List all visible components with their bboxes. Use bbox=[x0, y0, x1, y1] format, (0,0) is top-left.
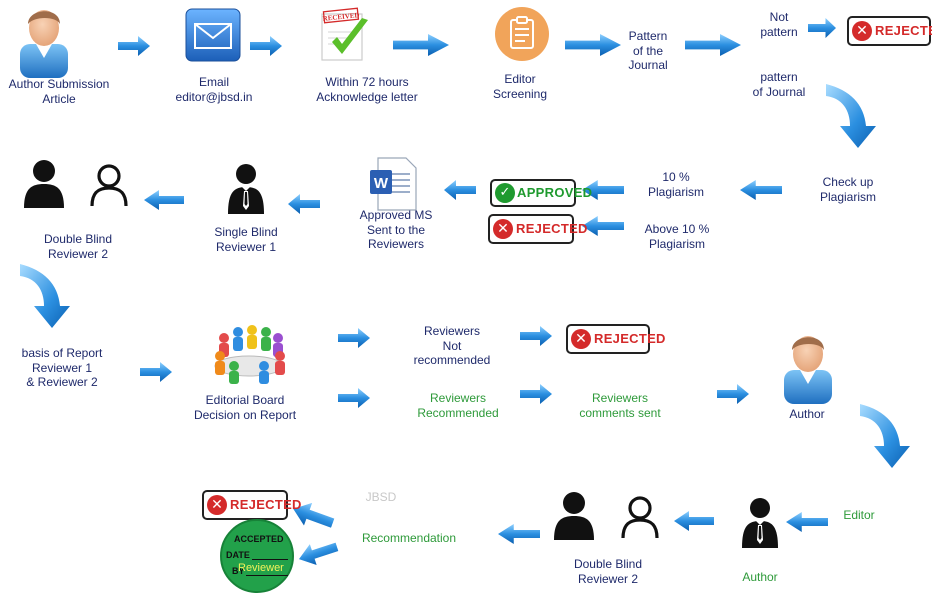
recommendation-label: Recommendation bbox=[361, 531, 457, 545]
author-submission-avatar-icon bbox=[20, 10, 68, 78]
author-avatar-icon bbox=[784, 336, 832, 404]
double-blind-1-label: Double Blind Reviewer 2 bbox=[43, 232, 113, 261]
editorial-board-label: Editorial Board Decision on Report bbox=[193, 393, 297, 422]
rejected-stamp-icon: ✕ REJECTED bbox=[488, 214, 587, 244]
by-text: BY bbox=[232, 566, 245, 576]
author-mid-label: Author bbox=[789, 407, 825, 421]
right-arrow-icon bbox=[520, 384, 552, 404]
reviewer-signature-text: Reviewer bbox=[238, 562, 284, 574]
left-arrow-icon bbox=[288, 194, 320, 214]
left-arrow-icon bbox=[786, 512, 828, 532]
single-blind-label: Single Blind Reviewer 1 bbox=[214, 225, 278, 254]
editor-screening-label: Editor Screening bbox=[492, 72, 548, 101]
editor-bottom-label: Editor bbox=[843, 508, 875, 522]
right-arrow-icon bbox=[520, 326, 552, 346]
left-arrow-icon bbox=[444, 180, 476, 200]
not-recommended-label: Reviewers Not recommended bbox=[413, 324, 491, 367]
right-arrow-icon bbox=[685, 34, 741, 56]
word-doc-icon: W bbox=[370, 157, 417, 211]
accepted-seal-icon: ACCEPTED DATE BY Reviewer bbox=[220, 519, 294, 593]
down-curved-arrow-icon bbox=[860, 404, 910, 468]
reviewer-suit-icon bbox=[228, 164, 264, 214]
approved-ms-label: Approved MS Sent to the Reviewers bbox=[359, 208, 433, 251]
author-submission-label: Author Submission Article bbox=[8, 77, 110, 106]
right-arrow-icon bbox=[250, 36, 282, 56]
author-bottom-label: Author bbox=[742, 570, 778, 584]
svg-text:RECEIVED: RECEIVED bbox=[322, 11, 360, 23]
right-arrow-icon bbox=[717, 384, 749, 404]
comments-sent-label: Reviewers comments sent bbox=[579, 391, 661, 420]
left-arrow-icon bbox=[740, 180, 782, 200]
right-arrow-icon bbox=[808, 18, 836, 38]
down-curved-arrow-icon bbox=[826, 84, 876, 148]
email-label: Email editor@jbsd.in bbox=[175, 75, 253, 104]
right-arrow-icon bbox=[338, 388, 370, 408]
not-pattern-label: Not pattern bbox=[760, 10, 798, 39]
reviewer-silhouette-icon bbox=[24, 160, 64, 208]
right-arrow-icon bbox=[338, 328, 370, 348]
pattern-of-journal-label: pattern of Journal bbox=[752, 70, 806, 99]
author-suit-icon bbox=[742, 498, 778, 548]
jbsd-watermark: JBSD bbox=[365, 490, 397, 504]
pattern-journal-label: Pattern of the Journal bbox=[628, 29, 668, 72]
meeting-table-icon bbox=[214, 325, 285, 384]
down-curved-arrow-icon bbox=[20, 264, 70, 328]
rejected-stamp-icon: ✕ REJECTED bbox=[202, 490, 301, 520]
svg-text:W: W bbox=[374, 175, 389, 192]
email-icon bbox=[185, 8, 241, 62]
acknowledge-label: Within 72 hours Acknowledge letter bbox=[316, 75, 418, 104]
right-arrow-icon bbox=[140, 362, 172, 382]
left-arrow-icon bbox=[295, 536, 341, 570]
reviewer-silhouette-icon bbox=[554, 492, 594, 540]
accepted-text: ACCEPTED bbox=[234, 534, 284, 544]
rejected-stamp-icon: ✕ REJECTED bbox=[847, 16, 932, 46]
double-blind-2-label: Double Blind Reviewer 2 bbox=[573, 557, 643, 586]
reviewer-outline-icon bbox=[621, 496, 659, 540]
plagiarism-10-label: 10 % Plagiarism bbox=[647, 170, 704, 199]
rejected-stamp-icon: ✕ REJECTED bbox=[566, 324, 665, 354]
reviewer-outline-icon bbox=[90, 164, 128, 208]
recommended-label: Reviewers Recommended bbox=[417, 391, 499, 420]
received-check-icon: RECEIVED bbox=[321, 7, 368, 61]
date-text: DATE bbox=[226, 550, 250, 560]
checkup-plagiarism-label: Check up Plagiarism bbox=[819, 175, 876, 204]
basis-report-label: basis of Report Reviewer 1 & Reviewer 2 bbox=[21, 346, 103, 389]
clipboard-icon bbox=[495, 7, 549, 61]
left-arrow-icon bbox=[674, 511, 714, 531]
approved-stamp-icon: ✓ APPROVED bbox=[490, 179, 592, 207]
right-arrow-icon bbox=[118, 36, 150, 56]
left-arrow-icon bbox=[498, 524, 540, 544]
plagiarism-above-label: Above 10 % Plagiarism bbox=[644, 222, 710, 251]
left-arrow-icon bbox=[582, 216, 624, 236]
right-arrow-icon bbox=[393, 34, 449, 56]
left-arrow-icon bbox=[144, 190, 184, 210]
